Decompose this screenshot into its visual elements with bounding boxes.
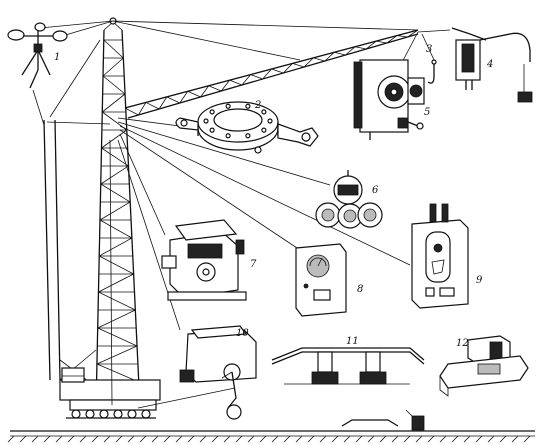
label-9: 9 (476, 275, 483, 286)
height-limiter (451, 27, 533, 103)
load-limiter-ring (175, 101, 319, 154)
travel-limit-switch (161, 219, 247, 301)
lever-limit-switch (179, 325, 257, 420)
label-11: 11 (346, 336, 359, 347)
crane-tower (32, 17, 141, 409)
anemometer (7, 22, 68, 89)
electrical-cabinet (411, 203, 469, 309)
leader-lines (61, 20, 451, 409)
label-12: 12 (456, 338, 469, 349)
rail-stop-ramp (271, 347, 425, 385)
rail-clamp (439, 335, 529, 397)
label-2: 2 (254, 100, 261, 111)
part-labels: 1 2 3 4 5 6 7 8 9 10 11 12 (54, 44, 493, 349)
label-5: 5 (424, 107, 430, 118)
label-10: 10 (236, 328, 249, 339)
label-3: 3 (426, 44, 432, 55)
label-8: 8 (357, 284, 363, 295)
crane-base (59, 367, 161, 419)
label-7: 7 (250, 259, 257, 270)
track-end-stop (341, 409, 425, 431)
label-4: 4 (486, 59, 493, 70)
label-1: 1 (54, 52, 60, 63)
signal-lamp (315, 170, 383, 229)
ground-rail (7, 430, 535, 443)
indicator-panel (295, 243, 347, 317)
winch-limit-switch (353, 59, 425, 140)
crane-jib (39, 20, 437, 119)
label-6: 6 (372, 185, 379, 196)
